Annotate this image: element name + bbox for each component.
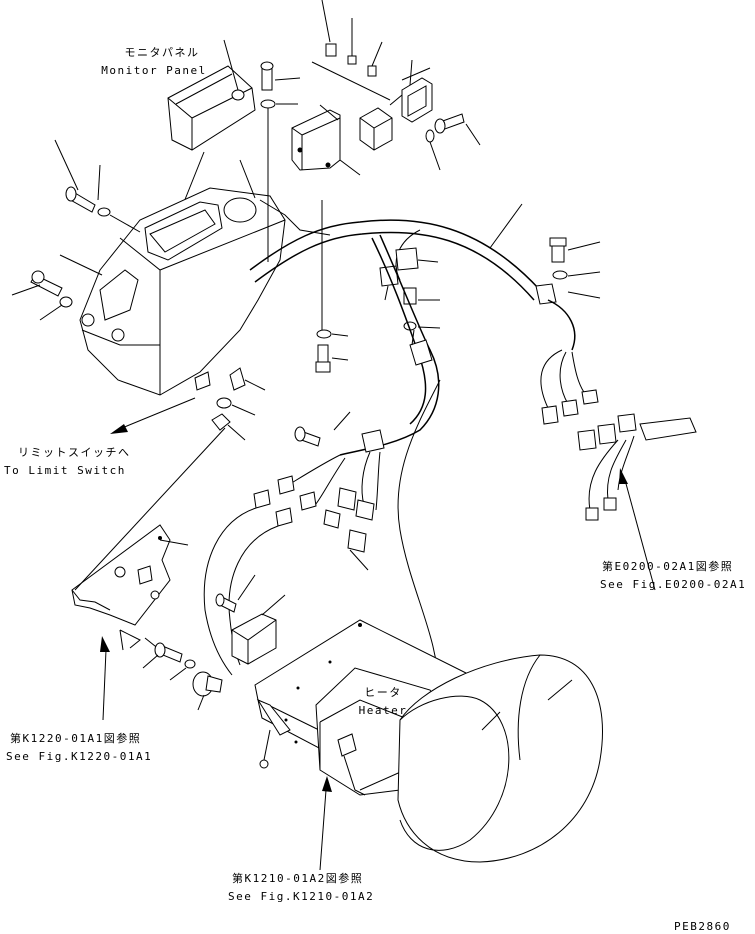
heater-assembly	[254, 619, 603, 871]
fig-k1220-label-en: See Fig.K1220-01A1	[6, 750, 153, 763]
lower-left-parts	[142, 574, 286, 711]
wiring-harness	[203, 203, 599, 691]
fig-k1210-label-en: See Fig.K1210-01A2	[228, 890, 375, 903]
heater-label-jp: ヒータ	[364, 686, 402, 699]
center-bolt	[315, 200, 349, 373]
limit-switch-label-en: To Limit Switch	[4, 464, 126, 477]
fig-k1210-label-jp: 第K1210-01A2図参照	[232, 872, 364, 885]
left-fasteners	[11, 139, 266, 441]
right-connectors	[577, 413, 697, 591]
bracket-lower-left	[71, 427, 226, 721]
fig-e0200-label-en: See Fig.E0200-02A1	[600, 578, 747, 591]
monitor-panel-label-en: Monitor Panel	[101, 64, 207, 77]
limit-switch-leader	[110, 397, 196, 434]
limit-switch-label-jp: リミットスイッチへ	[18, 446, 131, 459]
right-bolts	[549, 237, 601, 299]
fig-k1220-label-jp: 第K1220-01A1図参照	[10, 732, 142, 745]
heater-label-en: Heater	[358, 704, 408, 717]
console-housing	[79, 187, 331, 396]
fig-e0200-label-jp: 第E0200-02A1図参照	[602, 560, 734, 573]
top-center-parts	[260, 0, 481, 262]
monitor-panel	[159, 39, 256, 263]
monitor-panel-label-jp: モニタパネル	[124, 46, 200, 59]
drawing-code: PEB2860	[674, 920, 731, 933]
